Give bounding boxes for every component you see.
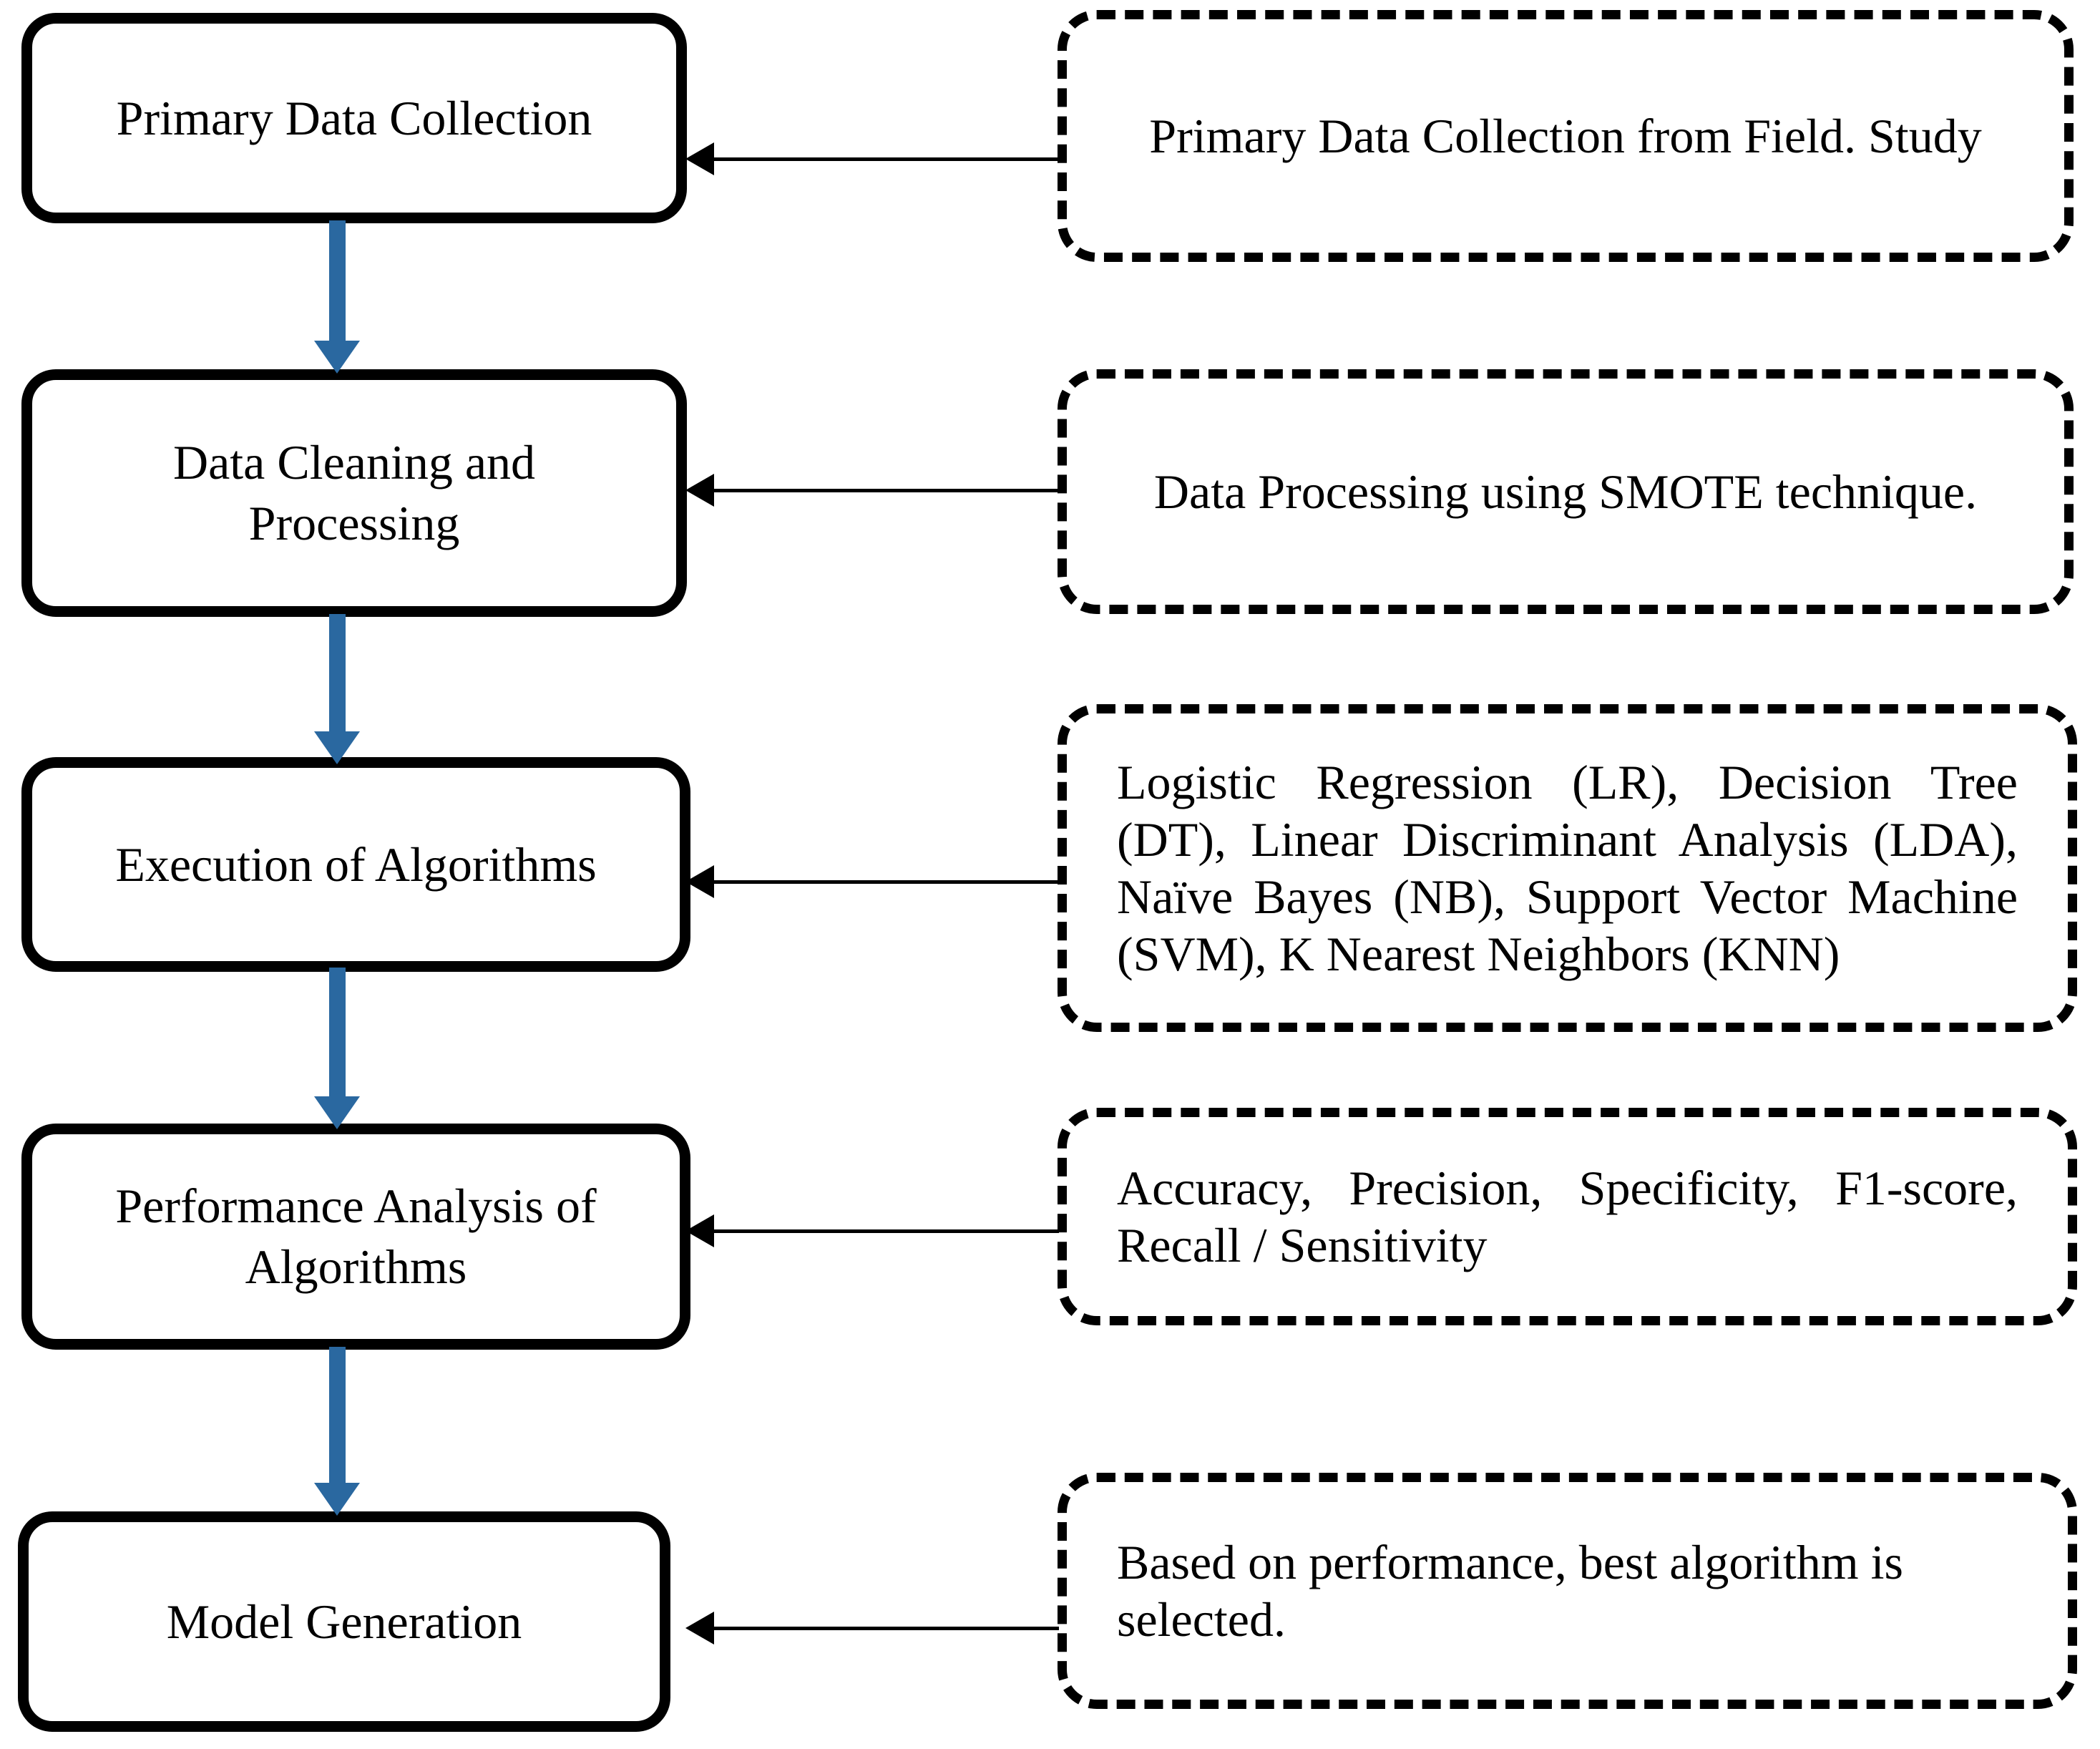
arrow-left-icon [685, 1612, 714, 1645]
step-label-line: Processing [248, 496, 460, 550]
flow-arrow-3 [314, 968, 360, 1129]
arrow-down-icon [314, 1096, 360, 1129]
annotation-arrow-3 [685, 864, 1059, 899]
flow-arrow-1 [314, 220, 360, 374]
step-box-model-generation: Model Generation [18, 1511, 670, 1732]
annotation-line: Data Processing using SMOTE technique. [1153, 464, 1978, 519]
step-label-line: Execution of Algorithms [115, 837, 597, 892]
annotation-box-data-processing: Data Processing using SMOTE technique. [1058, 369, 2074, 614]
step-label: Execution of Algorithms [115, 834, 596, 895]
arrow-down-icon [314, 1483, 360, 1516]
arrow-down-icon [314, 731, 360, 764]
arrow-line [714, 880, 1059, 884]
arrow-left-icon [685, 1214, 714, 1247]
arrow-line [714, 157, 1059, 161]
arrow-left-icon [685, 142, 714, 175]
annotation-box-primary-data-collection: Primary Data Collection from Field. Stud… [1058, 10, 2074, 262]
arrow-line [714, 1626, 1059, 1630]
arrow-left-icon [685, 865, 714, 898]
step-box-primary-data-collection: Primary Data Collection [21, 13, 687, 223]
step-box-performance-analysis-of-algorithms: Performance Analysis of Algorithms [21, 1124, 690, 1350]
annotation-box-algorithms-list: Logistic Regression (LR), Decision Tree … [1058, 704, 2077, 1032]
step-label-line: Primary Data Collection [116, 90, 592, 145]
arrow-left-icon [685, 474, 714, 507]
step-box-data-cleaning-and-processing: Data Cleaning and Processing [21, 369, 687, 617]
annotation-line: (SVM), K Nearest Neighbors (KNN) [1117, 927, 1840, 982]
step-label-line: Performance Analysis of [115, 1179, 597, 1233]
step-label: Primary Data Collection [117, 88, 592, 149]
flow-arrow-shaft [328, 220, 346, 341]
annotation-arrow-1 [685, 142, 1059, 176]
annotation-line: Primary Data Collection from Field. Stud… [1149, 108, 1982, 163]
flow-arrow-shaft [328, 614, 346, 731]
annotation-line: selected. [1117, 1592, 1286, 1647]
annotation-line: Based on performance, best algorithm is [1117, 1534, 1904, 1589]
step-label-line: Model Generation [166, 1594, 522, 1649]
step-label: Performance Analysis of Algorithms [115, 1176, 596, 1297]
annotation-box-performance-metrics: Accuracy, Precision, Specificity, F1-sco… [1058, 1108, 2077, 1325]
step-label-line: Data Cleaning and [172, 435, 536, 489]
annotation-arrow-4 [685, 1214, 1059, 1248]
flow-arrow-shaft [328, 1347, 346, 1483]
annotation-arrow-2 [685, 473, 1059, 507]
annotation-box-model-selection: Based on performance, best algorithm is … [1058, 1473, 2077, 1709]
flow-arrow-shaft [328, 968, 346, 1096]
arrow-down-icon [314, 341, 360, 374]
annotation-line: Logistic Regression (LR), Decision Tree [1117, 754, 2018, 809]
step-box-execution-of-algorithms: Execution of Algorithms [21, 757, 690, 972]
step-label: Model Generation [167, 1592, 522, 1652]
annotation-line: Naïve Bayes (NB), Support Vector Machine [1117, 869, 2018, 924]
annotation-line: Recall / Sensitivity [1117, 1218, 1488, 1272]
arrow-line [714, 488, 1059, 492]
annotation-line: Accuracy, Precision, Specificity, F1-sco… [1117, 1160, 2018, 1215]
annotation-arrow-5 [685, 1611, 1059, 1645]
arrow-line [714, 1229, 1059, 1233]
flow-arrow-4 [314, 1347, 360, 1516]
annotation-line: (DT), Linear Discriminant Analysis (LDA)… [1117, 812, 2018, 867]
flow-arrow-2 [314, 614, 360, 764]
step-label-line: Algorithms [245, 1239, 467, 1294]
step-label: Data Cleaning and Processing [173, 432, 535, 554]
